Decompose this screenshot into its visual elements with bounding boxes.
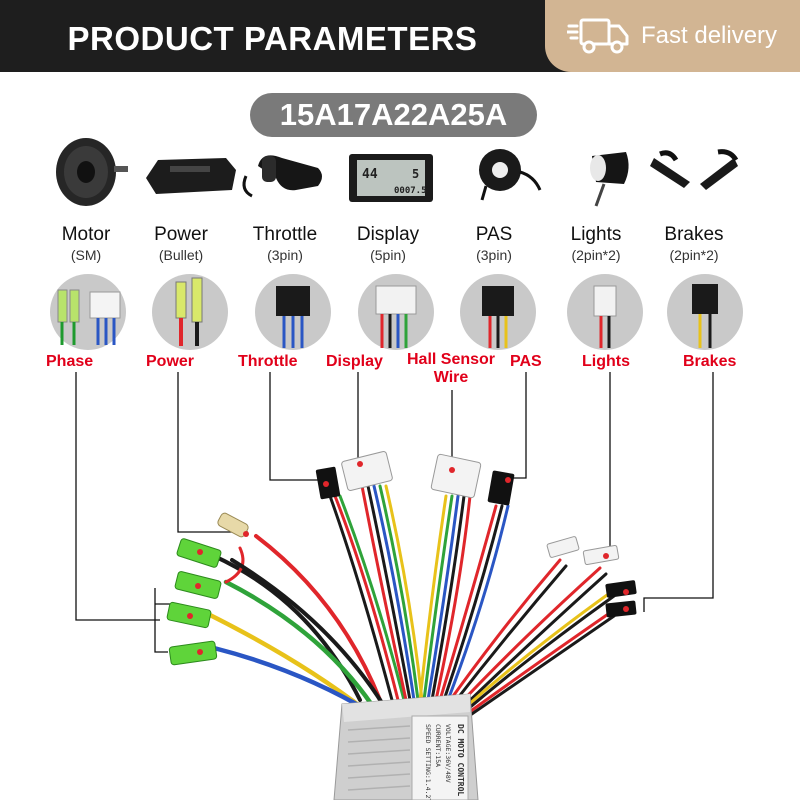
headlight-image	[590, 152, 629, 207]
hall-sensor-connector	[430, 453, 482, 499]
battery-image	[146, 158, 236, 194]
wire-harness	[205, 484, 616, 720]
label-display: Display	[326, 353, 383, 370]
label-hall-line2: Wire	[433, 369, 469, 386]
pas-leader	[512, 372, 527, 479]
brakes-plug-detail	[692, 284, 718, 348]
controller-label-3: CURRENT:15A	[434, 724, 442, 767]
brake-levers-image	[650, 149, 739, 190]
power-bullet-connector	[217, 512, 249, 538]
component-throttle: Throttle (3pin)	[230, 224, 340, 264]
component-pas: PAS (3pin)	[439, 224, 549, 264]
phase-bracket	[154, 588, 168, 653]
power-plug-circle	[152, 274, 228, 350]
phase-connectors	[166, 538, 222, 666]
fast-delivery-badge: Fast delivery	[545, 0, 800, 72]
component-brakes: Brakes (2pin*2)	[639, 224, 749, 264]
throttle-connector	[315, 466, 341, 500]
phase-plug-detail	[57, 289, 121, 345]
component-name: Power	[154, 224, 208, 245]
controller-label-4: SPEED SETTING:1.4.2TYPE	[424, 724, 432, 800]
component-name: Throttle	[252, 224, 318, 245]
controller-box: DC MOTO CONTROL VOLTAGE:36V/48V CURRENT:…	[333, 693, 479, 800]
component-name: Brakes	[664, 224, 724, 245]
power-plug-detail	[175, 277, 203, 346]
component-spec: (3pin)	[476, 247, 512, 263]
display-plug-detail	[375, 285, 417, 348]
component-spec: (2pin*2)	[669, 247, 719, 263]
header-bar: PRODUCT PARAMETERS Fast delivery	[0, 0, 800, 72]
controller-label-2: VOLTAGE:36V/48V	[444, 724, 452, 783]
component-name: Display	[356, 224, 420, 245]
component-spec: (3pin)	[267, 247, 303, 263]
component-name: PAS	[475, 224, 513, 245]
throttle-image	[242, 155, 322, 198]
lights-plug-detail	[593, 285, 617, 348]
component-spec: (Bullet)	[158, 247, 204, 263]
display-speed: 44	[362, 167, 378, 182]
component-spec: (SM)	[70, 247, 102, 263]
phase-leader	[75, 372, 160, 621]
label-pas: PAS	[510, 353, 542, 370]
label-phase: Phase	[46, 353, 94, 370]
throttle-plug-detail	[276, 286, 310, 348]
page-title: PRODUCT PARAMETERS	[67, 20, 478, 57]
brakes-connectors	[605, 580, 637, 618]
pas-plug-detail	[482, 286, 514, 348]
label-lights: Lights	[582, 353, 630, 370]
label-hall-sensor: Hall Sensor Wire	[401, 351, 501, 387]
brakes-leader	[643, 372, 714, 612]
fast-delivery-text: Fast delivery	[641, 22, 778, 49]
component-motor: Motor (SM)	[31, 224, 141, 264]
leader-lines	[75, 372, 714, 653]
component-lights: Lights (2pin*2)	[541, 224, 651, 264]
pas-connector	[487, 470, 515, 506]
pas-sensor-image	[479, 149, 542, 201]
label-brakes: Brakes	[683, 353, 737, 370]
delivery-truck-icon	[567, 18, 629, 54]
display-connector	[341, 451, 393, 491]
display-level: 5	[412, 167, 419, 181]
throttle-leader	[269, 372, 322, 481]
lights-connectors	[546, 536, 620, 566]
controller-label-1: DC MOTO CONTROL	[456, 724, 465, 796]
component-spec: (5pin)	[370, 247, 406, 263]
amp-rating-pill: 15A17A22A25A	[250, 93, 537, 137]
component-display: Display (5pin)	[333, 224, 443, 264]
component-power: Power (Bullet)	[126, 224, 236, 264]
label-throttle: Throttle	[238, 353, 298, 370]
power-leader	[177, 372, 248, 533]
component-name: Lights	[570, 224, 622, 245]
component-name: Motor	[61, 224, 111, 245]
display-odo: 0007.5	[394, 186, 427, 196]
motor-image	[56, 138, 128, 206]
label-power: Power	[146, 353, 195, 370]
label-hall-line1: Hall Sensor	[406, 351, 496, 368]
component-spec: (2pin*2)	[571, 247, 621, 263]
display-image: 44 5 0007.5	[349, 154, 433, 202]
